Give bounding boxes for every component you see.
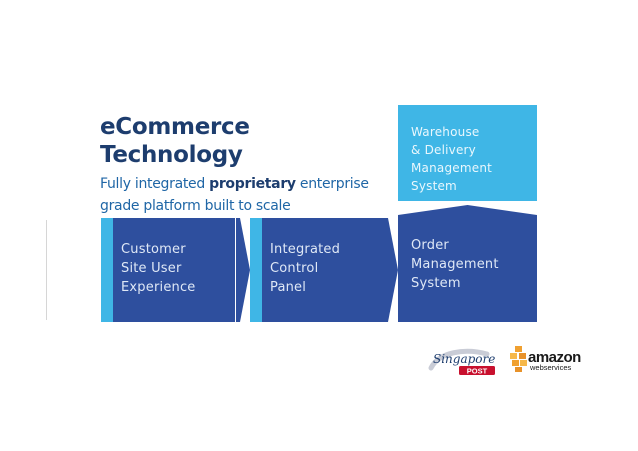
aws-cubes-icon [510,346,527,372]
post-tag: POST [467,367,488,376]
box-label-line: Management [411,161,493,175]
box-label-line: System [411,276,461,291]
box-label: Order Management System [411,236,499,293]
box-accent-stripe [101,218,113,322]
box-label-line: Order [411,238,449,253]
box-order-management-system: Order Management System [398,218,537,322]
page-title: eCommerce Technology [100,113,250,169]
chevron-right-icon [236,218,250,322]
box-label-line: & Delivery [411,143,476,157]
box-label-line: Panel [270,280,307,295]
subtitle-before: Fully integrated [100,176,210,192]
box-label: Customer Site User Experience [121,240,196,297]
box-label: Integrated Control Panel [270,240,340,297]
box-label-line: Experience [121,280,196,295]
box-customer-site-user-experience: Customer Site User Experience [101,218,235,322]
title-line-2: Technology [100,142,243,168]
box-label-line: Management [411,257,499,272]
singapore-script: Singapore [433,352,495,366]
title-line-1: eCommerce [100,114,250,140]
box-label-line: Integrated [270,242,341,257]
box-accent-stripe [250,218,262,322]
subtitle: Fully integrated proprietary enterprise … [100,173,400,217]
box-label-line: Site User [121,261,182,276]
box-label: Warehouse & Delivery Management System [411,123,492,195]
box-label-line: Customer [121,242,186,257]
subtitle-after: enterprise grade platform built to scale [100,176,369,214]
box-label-line: Control [270,261,319,276]
left-divider [46,220,47,320]
aws-subtitle: webservices [530,363,572,372]
chevron-right-icon [384,218,398,322]
singapore-post-logo: Singapore POST [428,348,495,376]
box-label-line: Warehouse [411,125,480,139]
subtitle-emphasis: proprietary [209,176,296,192]
box-label-line: System [411,179,457,193]
aws-logo: amazon webservices [509,345,581,375]
aws-wordmark: amazon [528,349,581,366]
box-integrated-control-panel: Integrated Control Panel [250,218,385,322]
chevron-up-icon [398,205,537,219]
box-warehouse-delivery-management-system: Warehouse & Delivery Management System [398,105,537,201]
